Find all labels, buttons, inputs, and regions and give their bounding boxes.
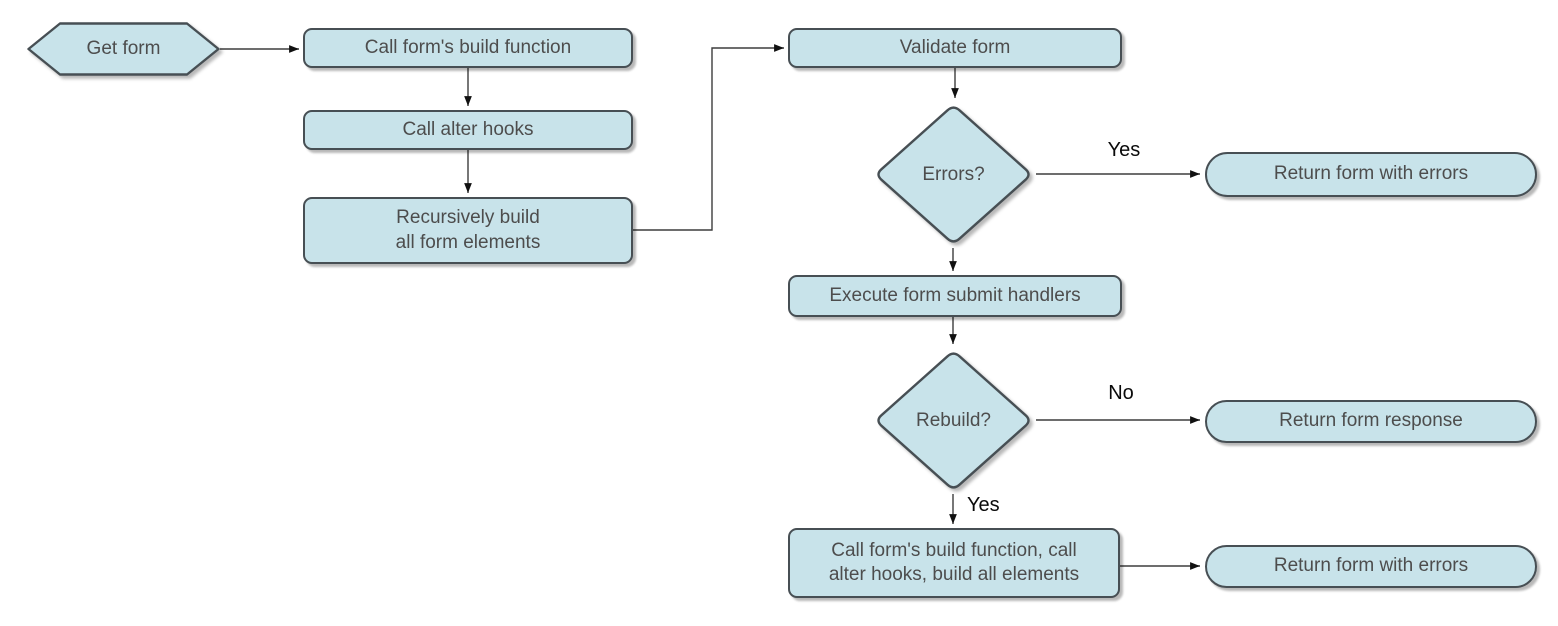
node-rebuild-decision: Rebuild? [872,348,1035,493]
node-return-form-with-errors-top: Return form with errors [1205,152,1537,197]
diamond-shape-icon [877,106,1030,243]
node-label: Rebuild? [916,409,991,431]
node-recursively-build: Recursively build all form elements [303,197,633,264]
node-rebuild-all-elements: Call form's build function, call alter h… [788,528,1120,598]
diamond-shape-icon [877,352,1030,489]
node-get-form: Get form [27,22,220,76]
node-call-build-function: Call form's build function [303,28,633,68]
node-call-alter-hooks: Call alter hooks [303,110,633,150]
node-execute-submit-handlers: Execute form submit handlers [788,275,1122,317]
node-return-form-response: Return form response [1205,400,1537,443]
node-label: Errors? [922,163,985,185]
node-return-form-with-errors-bottom: Return form with errors [1205,545,1537,588]
node-errors-decision: Errors? [872,102,1035,247]
edge-label-rebuild-no: No [1088,382,1154,405]
edge-label-rebuild-yes: Yes [964,494,1003,517]
edge-label-errors-yes: Yes [1091,139,1157,162]
node-label: Get form [86,38,161,59]
hexagon-shape-icon [27,22,220,76]
connector-recursive-to-validate [633,44,784,231]
node-validate-form: Validate form [788,28,1122,68]
